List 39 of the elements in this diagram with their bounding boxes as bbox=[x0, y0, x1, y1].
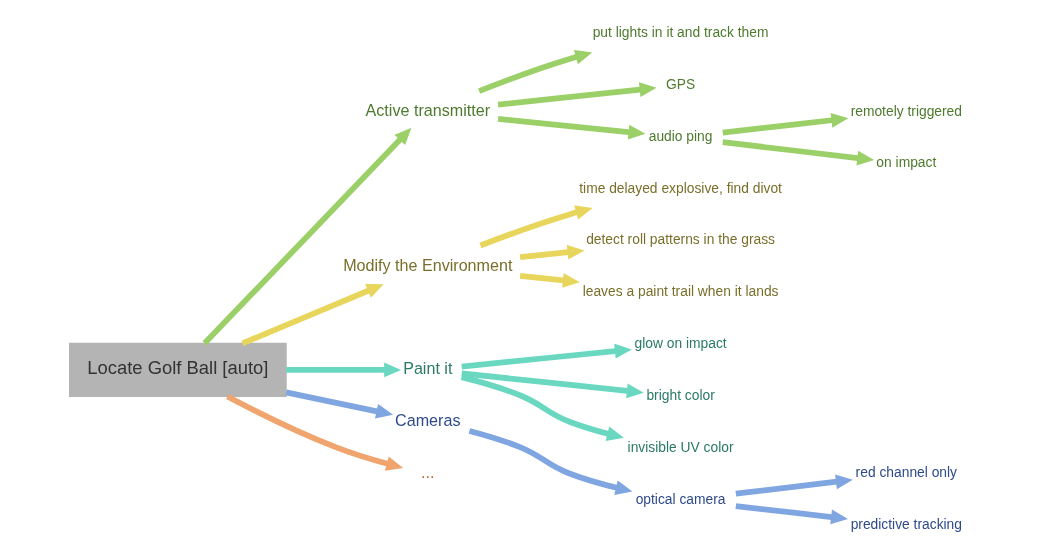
arrow bbox=[468, 428, 633, 495]
arrow bbox=[519, 244, 585, 260]
node-text: predictive tracking bbox=[850, 515, 962, 532]
node-text: on impact bbox=[876, 154, 937, 171]
node-text: remotely triggered bbox=[850, 102, 962, 119]
node-text: ... bbox=[421, 462, 435, 481]
node-box: Locate Golf Ball [auto] bbox=[69, 342, 287, 397]
arrow bbox=[285, 389, 394, 419]
arrow bbox=[497, 82, 657, 108]
arrow bbox=[460, 374, 624, 441]
arrow bbox=[286, 362, 402, 378]
arrow bbox=[519, 273, 580, 288]
node-text: Cameras bbox=[395, 411, 461, 429]
node-text: bright color bbox=[646, 386, 715, 403]
arrow bbox=[497, 116, 646, 140]
arrow bbox=[479, 205, 593, 249]
arrow bbox=[735, 503, 848, 525]
arrow bbox=[735, 474, 853, 497]
arrow bbox=[722, 112, 849, 136]
node-text: time delayed explosive, find divot bbox=[579, 179, 782, 196]
node-text: put lights in it and track them bbox=[592, 24, 769, 41]
node-text: optical camera bbox=[635, 490, 726, 507]
node-text: red channel only bbox=[855, 464, 958, 481]
node-text: Paint it bbox=[403, 359, 453, 378]
node-text: detect roll patterns in the grass bbox=[586, 231, 776, 248]
arrow bbox=[722, 139, 875, 166]
arrow bbox=[202, 127, 412, 346]
arrow bbox=[241, 283, 384, 346]
node-text: leaves a paint trail when it lands bbox=[582, 283, 779, 300]
node-text: audio ping bbox=[648, 127, 713, 144]
arrow bbox=[461, 343, 632, 370]
node-text: invisible UV color bbox=[627, 438, 734, 455]
node-text: Active transmitter bbox=[365, 101, 491, 120]
node-text: GPS bbox=[666, 76, 696, 93]
arrow bbox=[226, 393, 404, 471]
node-text: glow on impact bbox=[634, 335, 727, 352]
arrow bbox=[461, 370, 644, 399]
node-text: Modify the Environment bbox=[343, 255, 513, 274]
arrow bbox=[478, 49, 593, 94]
